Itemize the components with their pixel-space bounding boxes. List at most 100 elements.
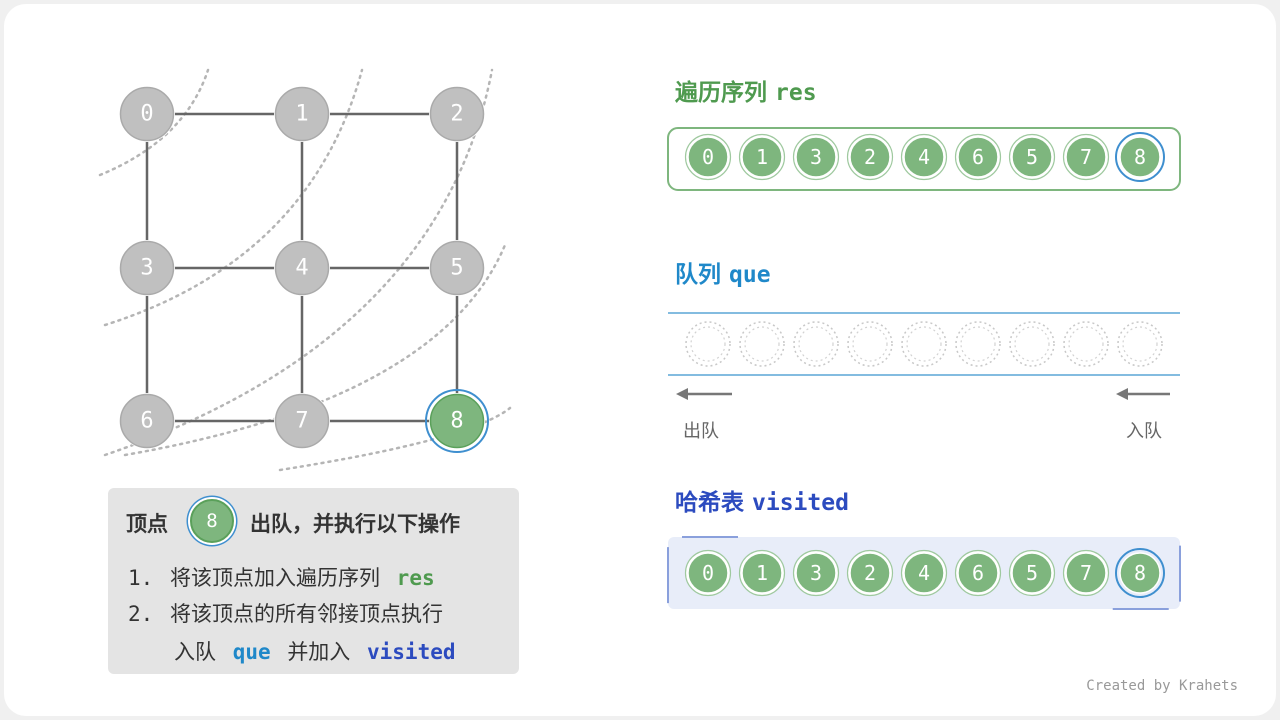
graph-node-1: 1 — [274, 86, 330, 142]
visited-item-label: 7 — [1080, 561, 1092, 585]
que-item — [1063, 321, 1109, 367]
step2-que-var: que — [232, 640, 271, 664]
enqueue-arrow-head — [1116, 388, 1128, 400]
que-arrows — [676, 388, 1170, 400]
dequeue-arrow-head — [676, 388, 688, 400]
que-item — [739, 321, 785, 367]
graph-node-2: 2 — [429, 86, 485, 142]
que-item — [685, 321, 731, 367]
que-title: 队列 que — [675, 255, 771, 289]
visited-item-label: 0 — [702, 561, 714, 585]
graph-node-label: 8 — [450, 409, 463, 434]
res-item-label: 5 — [1026, 145, 1038, 169]
graph-node-label: 7 — [295, 409, 308, 434]
info-head-prefix: 顶点 — [126, 512, 168, 536]
res-item: 5 — [1008, 133, 1056, 181]
visited-title: 哈希表 visited — [675, 483, 849, 517]
step1-num: 1. — [128, 566, 154, 590]
res-item: 3 — [792, 133, 840, 181]
step1: 1. 将该顶点加入遍历序列 res — [128, 562, 435, 592]
res-item-label: 3 — [810, 145, 822, 169]
res-item-label: 2 — [864, 145, 876, 169]
res-var: res — [775, 80, 817, 106]
dequeue-label: 出队 — [683, 421, 719, 442]
visited-item-label: 5 — [1026, 561, 1038, 585]
graph-node-label: 2 — [450, 102, 463, 127]
visited-item-label: 4 — [918, 561, 930, 585]
step2-visited-var: visited — [367, 640, 456, 664]
graph-node-label: 0 — [140, 102, 153, 127]
step2-add-text: 并加入 — [287, 640, 351, 664]
res-title: 遍历序列 res — [675, 73, 817, 107]
graph-node-3: 3 — [119, 240, 175, 296]
que-item — [1009, 321, 1055, 367]
visited-item: 6 — [954, 549, 1002, 597]
que-item — [901, 321, 947, 367]
step2-enqueue-text: 入队 — [174, 640, 216, 664]
que-item — [847, 321, 893, 367]
visited-item: 1 — [738, 549, 786, 597]
step2-continued: 入队 que 并加入 visited — [174, 636, 456, 666]
graph-node-5: 5 — [429, 240, 485, 296]
visited-item: 5 — [1008, 549, 1056, 597]
step1-var: res — [396, 566, 435, 590]
res-items: 0 1 3 2 4 6 5 7 8 — [684, 132, 1165, 182]
res-item: 7 — [1062, 133, 1110, 181]
res-item: 4 — [900, 133, 948, 181]
res-item-label: 6 — [972, 145, 984, 169]
info-head-node: 8 — [190, 499, 234, 543]
res-item: 1 — [738, 133, 786, 181]
graph-nodes: 0 1 2 3 4 5 6 7 8 — [119, 86, 489, 453]
step2: 2. 将该顶点的所有邻接顶点执行 — [128, 598, 443, 628]
res-item: 8 — [1115, 132, 1165, 182]
que-item — [1117, 321, 1163, 367]
res-item: 2 — [846, 133, 894, 181]
visited-item-label: 1 — [756, 561, 768, 585]
visited-item-label: 6 — [972, 561, 984, 585]
visited-item: 2 — [846, 549, 894, 597]
res-item-label: 1 — [756, 145, 768, 169]
graph-node-label: 6 — [140, 409, 153, 434]
visited-panel-border — [667, 536, 1181, 610]
que-item — [793, 321, 839, 367]
footer-credit: Created by Krahets — [1086, 678, 1238, 694]
info-head-suffix: 出队，并执行以下操作 — [250, 512, 460, 536]
visited-item: 0 — [684, 549, 732, 597]
res-item-label: 0 — [702, 145, 714, 169]
visited-items: 0 1 3 2 4 6 5 7 8 — [684, 548, 1165, 598]
res-item: 6 — [954, 133, 1002, 181]
graph-node-label: 1 — [295, 102, 308, 127]
visited-item-label: 8 — [1134, 561, 1146, 585]
visited-item: 4 — [900, 549, 948, 597]
info-box: 顶点 8 出队，并执行以下操作 1. 将该顶点加入遍历序列 res 2. 将该顶… — [108, 488, 519, 674]
que-title-text: 队列 — [675, 262, 721, 288]
res-item-label: 7 — [1080, 145, 1092, 169]
que-item — [955, 321, 1001, 367]
visited-title-text: 哈希表 — [675, 490, 744, 516]
step2-num: 2. — [128, 602, 154, 626]
res-item: 0 — [684, 133, 732, 181]
visited-item: 3 — [792, 549, 840, 597]
graph-node-7: 7 — [274, 393, 330, 449]
graph-node-6: 6 — [119, 393, 175, 449]
que-var: que — [729, 262, 771, 288]
graph-node-label: 5 — [450, 256, 463, 281]
graph-node-8: 8 — [425, 389, 489, 453]
step2-text: 将该顶点的所有邻接顶点执行 — [169, 602, 443, 626]
que-slots — [685, 321, 1163, 367]
visited-item: 7 — [1062, 549, 1110, 597]
res-title-text: 遍历序列 — [675, 80, 767, 106]
step1-text: 将该顶点加入遍历序列 — [169, 566, 380, 590]
visited-var: visited — [752, 490, 849, 516]
graph-node-0: 0 — [119, 86, 175, 142]
visited-item: 8 — [1115, 548, 1165, 598]
graph-node-4: 4 — [274, 240, 330, 296]
res-item-label: 4 — [918, 145, 930, 169]
visited-item-label: 3 — [810, 561, 822, 585]
graph-node-label: 4 — [295, 256, 308, 281]
graph-node-label: 3 — [140, 256, 153, 281]
res-item-label: 8 — [1134, 145, 1146, 169]
enqueue-label: 入队 — [1126, 421, 1162, 442]
visited-item-label: 2 — [864, 561, 876, 585]
